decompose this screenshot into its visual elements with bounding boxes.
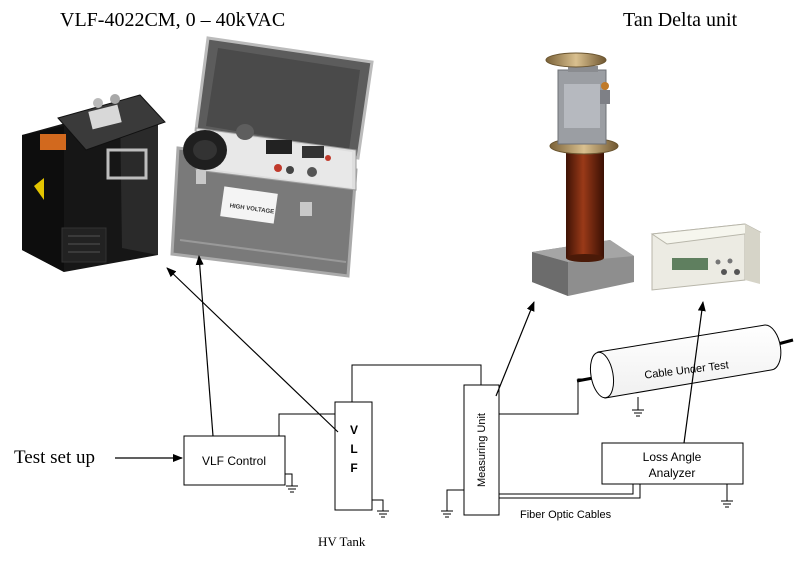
vlf-unit-title: VLF-4022CM, 0 – 40kVAC (60, 9, 285, 31)
loss-angle-label-line2: Analyzer (649, 466, 696, 480)
vlf-control-label: VLF Control (202, 454, 266, 468)
vlf-control-box: VLF Control (183, 435, 286, 486)
fiber-optic-label: Fiber Optic Cables (520, 509, 612, 521)
test-setup-label: Test set up (14, 447, 95, 468)
arrow-vlf-control-to-photo (195, 255, 214, 437)
ground-icon-cable (632, 397, 644, 417)
hv-tank-box: V L F (334, 401, 373, 511)
arrow-measuring-to-column (495, 301, 535, 397)
loss-angle-analyzer-box: Loss Angle Analyzer (601, 442, 744, 485)
tan-delta-title: Tan Delta unit (623, 9, 738, 31)
tan-delta-column-photo (532, 52, 634, 296)
vlf-control-case-photo: HIGH VOLTAGE (170, 36, 374, 278)
measuring-unit-box: Measuring Unit (463, 384, 500, 516)
hv-tank-letter-l: L (350, 442, 357, 456)
arrows (115, 255, 706, 462)
arrow-analyzer-to-box (683, 301, 706, 444)
loss-angle-label-line1: Loss Angle (643, 450, 702, 464)
vlf-tank-photo (22, 94, 166, 272)
ground-icon-measuring-unit (441, 489, 464, 518)
ground-icon-hv-tank (372, 499, 389, 518)
measuring-unit-label: Measuring Unit (476, 413, 488, 487)
ground-symbols (285, 397, 733, 518)
ground-icon-analyzer (721, 484, 733, 508)
ground-icon-vlf-control (285, 473, 298, 493)
hv-tank-letter-f: F (350, 461, 357, 475)
hv-tank-letter-v: V (350, 423, 358, 437)
cable-under-test: Cable Under Test (589, 324, 782, 399)
hv-tank-label: HV Tank (318, 534, 366, 549)
analyzer-photo (650, 223, 762, 291)
arrow-hv-tank-to-photo (166, 267, 339, 433)
